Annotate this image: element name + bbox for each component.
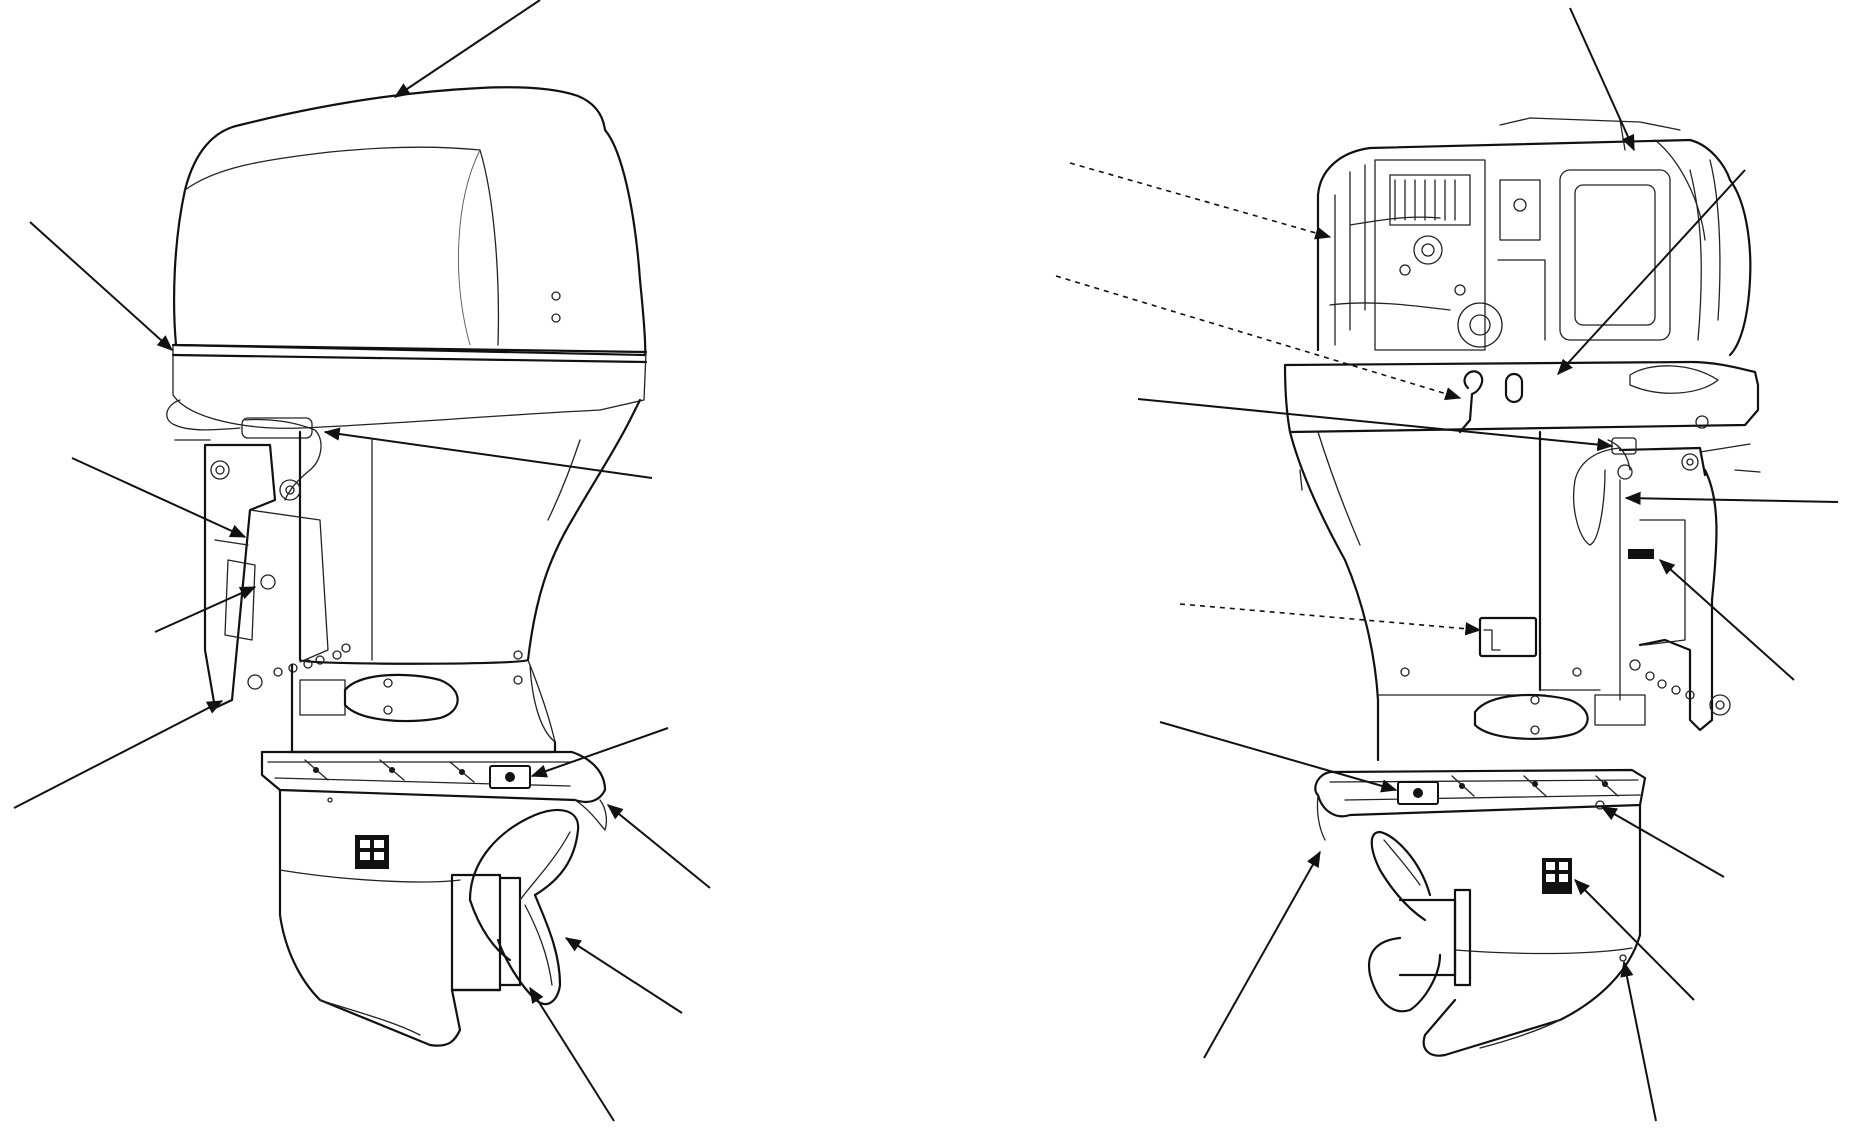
engine-cover	[172, 86, 647, 357]
propeller-icon	[1367, 830, 1472, 1013]
callout-propeller	[529, 986, 615, 1122]
callout-fuel-filter	[1069, 162, 1332, 240]
callout-powerhead-top	[1569, 7, 1635, 152]
callout-anode	[530, 727, 669, 778]
callout-harness-right	[1137, 398, 1614, 452]
callout-clamp-bolt	[154, 586, 257, 633]
callout-cavitation-plate	[606, 804, 711, 889]
anti-cavitation-plate	[260, 750, 607, 804]
callout-oil-drain	[1557, 169, 1746, 375]
callout-cavitation-right	[1203, 850, 1321, 1059]
callout-engine-cover	[393, 0, 541, 98]
callout-harness	[323, 427, 653, 479]
callout-water-inlet	[1600, 806, 1725, 878]
callout-trim-label	[1659, 559, 1795, 681]
callout-serial-plate	[1574, 879, 1695, 1001]
callout-flush-port	[1179, 603, 1482, 636]
left-side-view	[13, 0, 711, 1122]
bolt-icon	[210, 460, 230, 480]
callout-trim-pin	[13, 700, 224, 809]
gearcase	[278, 788, 502, 1047]
callout-dipstick	[1055, 275, 1462, 401]
callout-anode-right	[1159, 721, 1398, 793]
label-plate-icon	[1542, 858, 1572, 894]
callout-cover-latch	[29, 221, 173, 351]
callout-gear-oil-drain	[1620, 960, 1657, 1122]
clamp-bracket-right	[1594, 443, 1761, 732]
callout-clamp-bracket	[71, 457, 247, 538]
bottom-cowl	[1283, 360, 1760, 434]
upper-casing	[298, 398, 642, 665]
dipstick-icon	[1458, 370, 1484, 434]
powerhead	[1316, 117, 1752, 357]
right-side-view	[1055, 7, 1839, 1122]
anti-cavitation-plate-right	[1314, 768, 1647, 818]
propeller-icon	[450, 808, 580, 1006]
clamp-bracket	[174, 439, 351, 716]
callout-steering-pivot	[1624, 491, 1839, 505]
label-plate-icon	[355, 835, 389, 869]
cover-seam	[171, 343, 648, 354]
callout-propeller-nut	[564, 937, 683, 1014]
